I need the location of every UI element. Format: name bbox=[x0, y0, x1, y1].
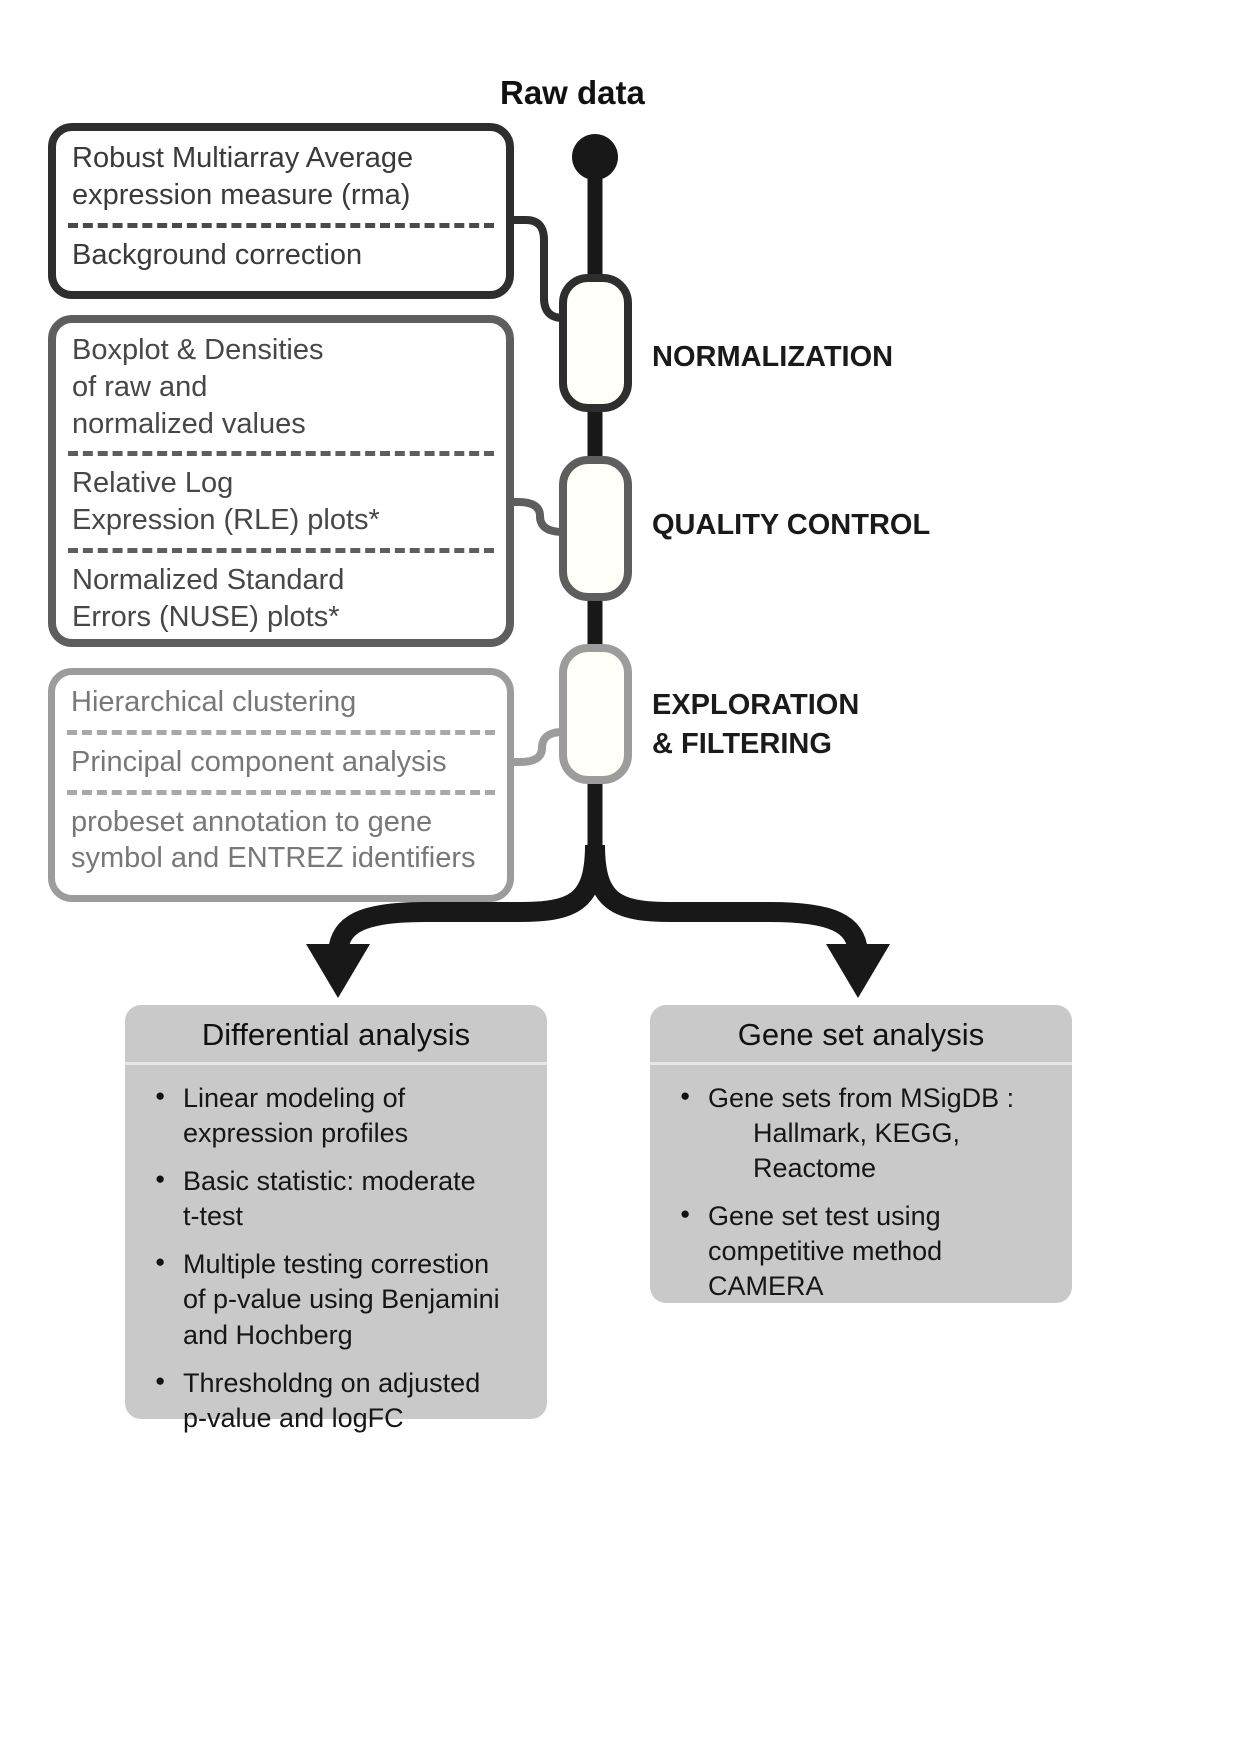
raw-data-dot bbox=[572, 134, 618, 180]
panel-title-differential: Differential analysis bbox=[201, 1017, 471, 1052]
bullet-msigdb-gene-sets: Gene sets from MSigDB : Hallmark, KEGG, … bbox=[680, 1081, 1058, 1186]
panel-title-gene-set: Gene set analysis bbox=[737, 1017, 985, 1052]
box-item-hierarchical-clustering: Hierarchical clustering bbox=[71, 686, 357, 718]
bullet-moderate-t-test: Basic statistic: moderate t-test bbox=[155, 1164, 533, 1234]
raw-data-label: Raw data bbox=[500, 74, 645, 111]
fork-left-arrowhead bbox=[306, 944, 370, 998]
quality-control-methods-box: Boxplot & Densities of raw and normalize… bbox=[48, 315, 514, 647]
stage-node-exploration bbox=[559, 644, 632, 784]
fork-right-arm bbox=[585, 844, 868, 954]
connector-quality-control bbox=[510, 498, 564, 536]
gene-set-analysis-panel: Gene set analysis Gene sets from MSigDB … bbox=[650, 1005, 1072, 1303]
stage-label-exploration-filtering: EXPLORATION & FILTERING bbox=[652, 689, 860, 761]
normalization-methods-box: Robust Multiarray Average expression mea… bbox=[48, 123, 514, 299]
panel-title-divider bbox=[125, 1062, 547, 1065]
dashed-divider bbox=[67, 789, 495, 795]
differential-analysis-panel: Differential analysis Linear modeling of… bbox=[125, 1005, 547, 1433]
box-item-rle-plots: Relative Log Expression (RLE) plots* bbox=[72, 467, 380, 537]
box-item-background-correction: Background correction bbox=[72, 238, 363, 271]
dashed-divider bbox=[68, 222, 494, 228]
box-item-pca: Principal component analysis bbox=[71, 745, 447, 778]
stage-node-quality-control bbox=[559, 456, 632, 601]
dashed-divider bbox=[68, 548, 494, 554]
box-item-nuse-plots: Normalized Standard Errors (NUSE) plots* bbox=[72, 564, 345, 633]
bullet-linear-modeling: Linear modeling of expression profiles bbox=[155, 1081, 533, 1151]
panel-title-divider bbox=[650, 1062, 1072, 1065]
dashed-divider bbox=[67, 729, 495, 735]
bullet-multiple-testing-correction: Multiple testing correstion of p-value u… bbox=[155, 1247, 533, 1352]
exploration-methods-box: Hierarchical clustering Principal compon… bbox=[48, 668, 514, 902]
stage-label-normalization: NORMALIZATION bbox=[652, 341, 894, 373]
bullet-camera-test: Gene set test using competitive method C… bbox=[680, 1199, 1058, 1304]
box-item-rma: Robust Multiarray Average expression mea… bbox=[72, 142, 414, 211]
connector-exploration bbox=[510, 728, 564, 766]
gene-set-bullet-list: Gene sets from MSigDB : Hallmark, KEGG, … bbox=[650, 1081, 1072, 1305]
stage-label-quality-control: QUALITY CONTROL bbox=[652, 509, 931, 541]
differential-bullet-list: Linear modeling of expression profiles B… bbox=[125, 1081, 547, 1436]
dashed-divider bbox=[68, 451, 494, 457]
connector-normalization bbox=[510, 216, 564, 322]
fork-left-arm bbox=[328, 844, 605, 954]
fork-right-arrowhead bbox=[826, 944, 890, 998]
box-item-probeset-annotation: probeset annotation to gene symbol and E… bbox=[71, 805, 476, 875]
box-item-boxplot-densities: Boxplot & Densities of raw and normalize… bbox=[72, 334, 324, 440]
stage-node-normalization bbox=[559, 274, 632, 412]
bullet-thresholding: Thresholdng on adjusted p-value and logF… bbox=[155, 1366, 533, 1436]
